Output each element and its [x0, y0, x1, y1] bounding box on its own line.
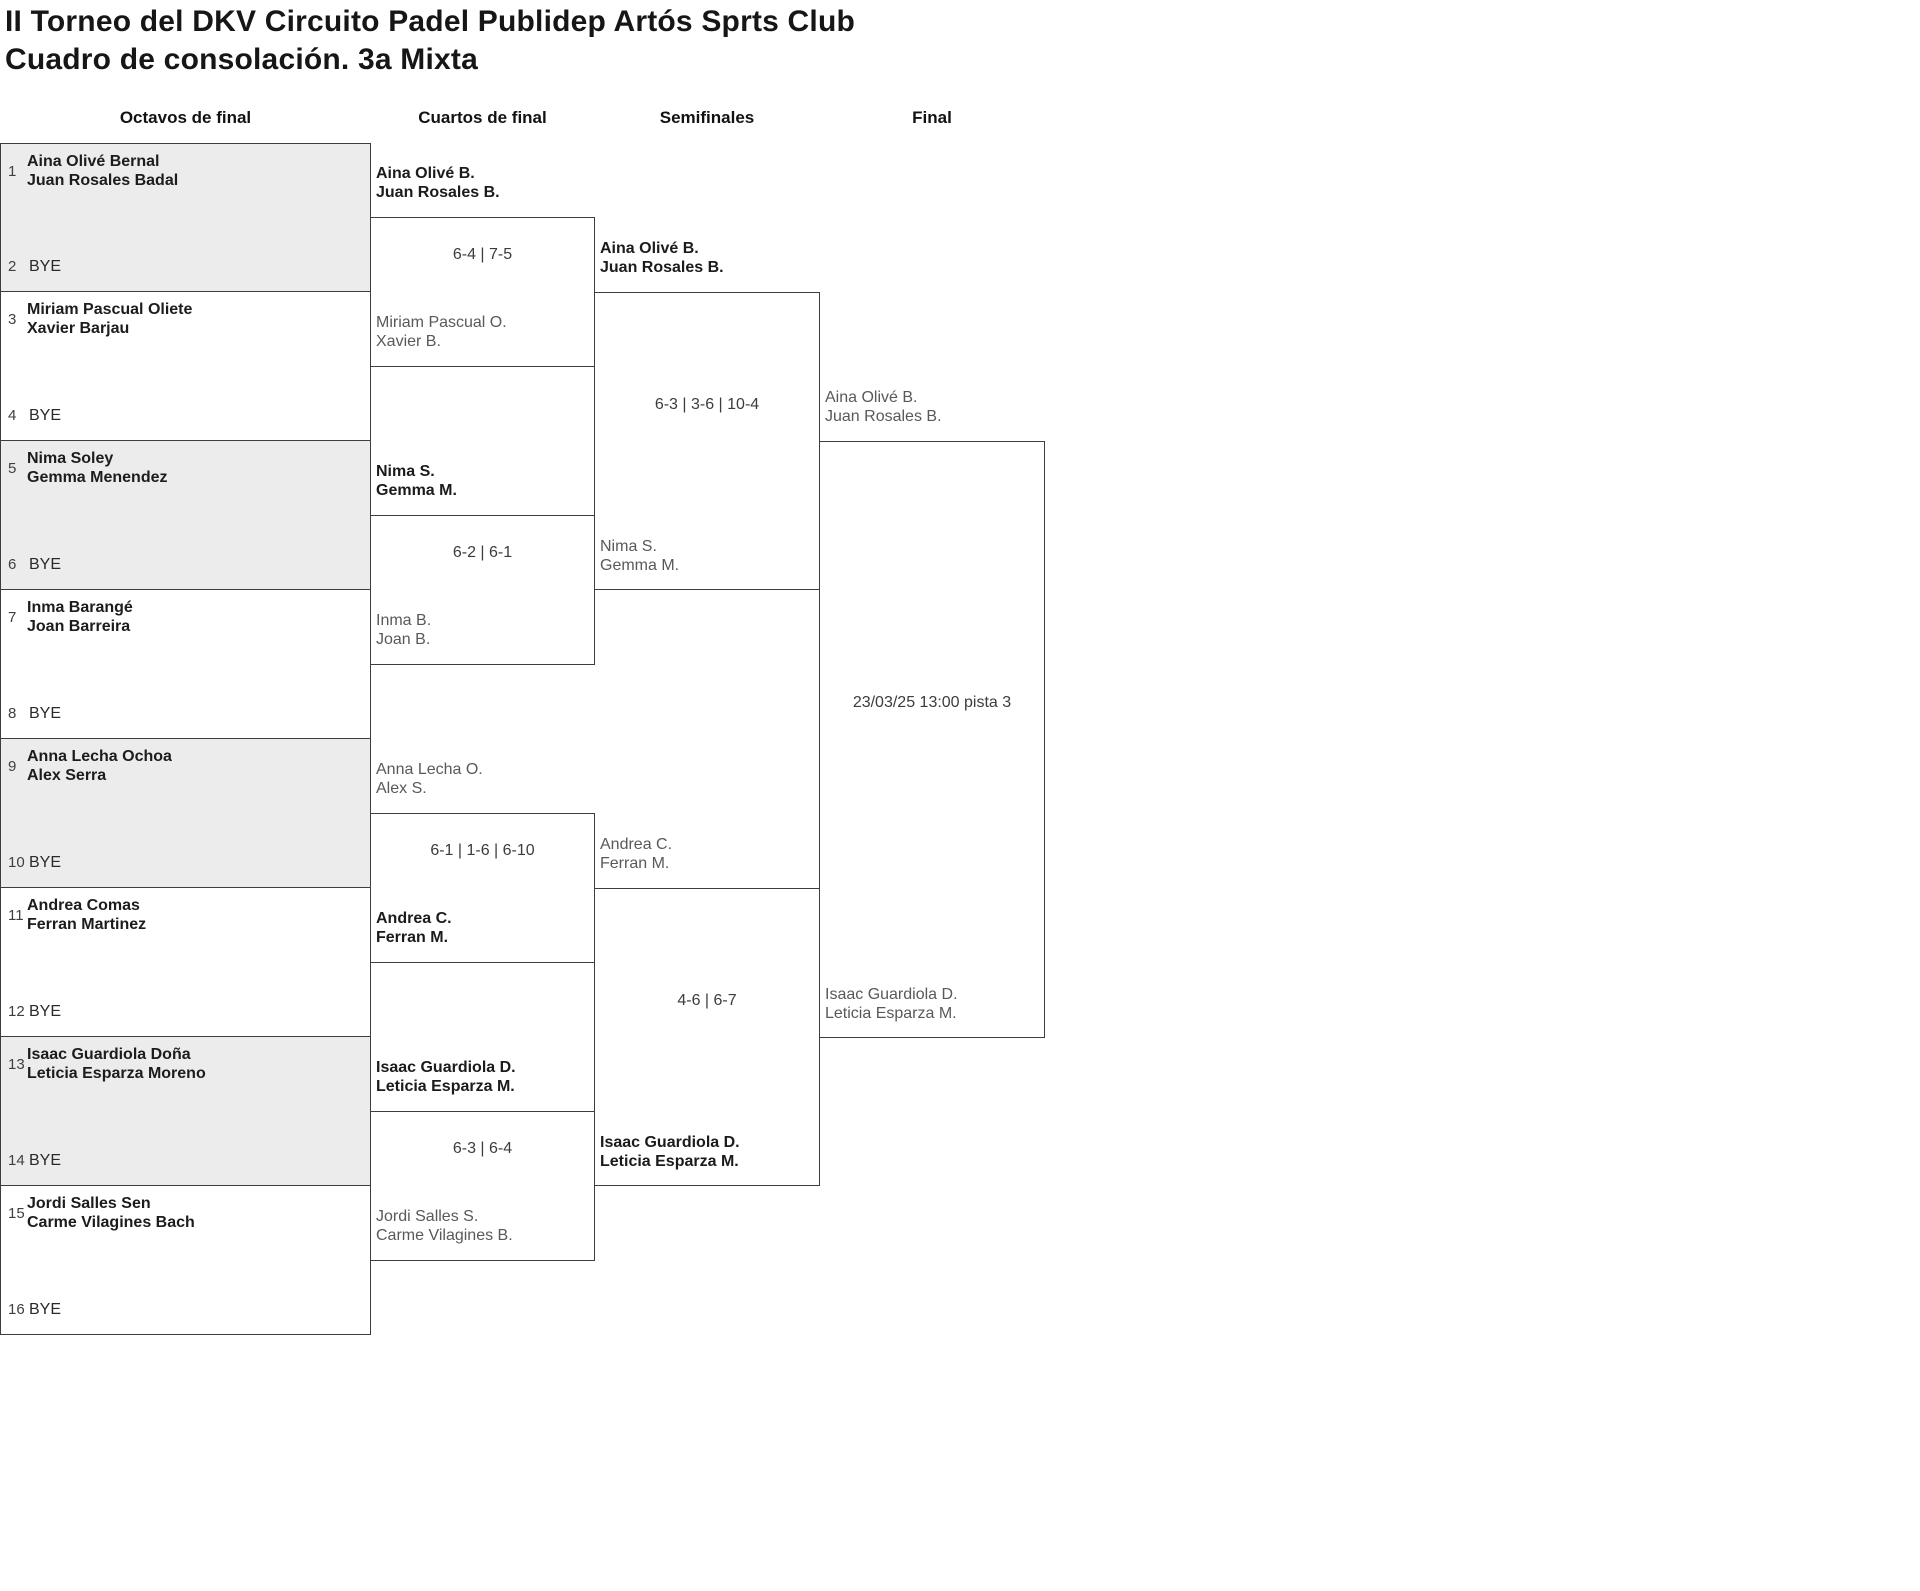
bye-label: BYE — [29, 705, 62, 722]
seed-number: 11 — [8, 906, 24, 924]
bye-row: 6 BYE — [8, 556, 61, 574]
score-qf2: 6-2 | 6-1 — [452, 544, 513, 561]
bye-label: BYE — [29, 854, 62, 871]
bye-label: BYE — [29, 1301, 62, 1318]
match-box-final — [819, 441, 1045, 1038]
team-label-sf2-bottom: Isaac Guardiola D.Leticia Esparza M. — [600, 1134, 740, 1170]
bye-row: 4 BYE — [8, 407, 61, 425]
team-label-qf2-bottom: Inma B.Joan B. — [376, 612, 432, 648]
team-label-qf1-bottom: Miriam Pascual O.Xavier B. — [376, 314, 507, 350]
round-header-final: Final — [912, 108, 952, 127]
seed-number: 14 — [8, 1152, 25, 1169]
bye-row: 14 BYE — [8, 1152, 61, 1170]
team-label-sf1-bottom: Nima S.Gemma M. — [600, 538, 680, 574]
team-label-qf3-top: Anna Lecha O.Alex S. — [376, 761, 483, 797]
bye-label: BYE — [29, 1152, 62, 1169]
score-qf3: 6-1 | 1-6 | 6-10 — [430, 842, 535, 859]
match-box-qf2 — [370, 515, 595, 665]
seed-number: 7 — [8, 608, 17, 626]
bye-row: 12 BYE — [8, 1003, 61, 1021]
bye-label: BYE — [29, 556, 62, 573]
seed-number: 1 — [8, 162, 17, 180]
bye-row: 8 BYE — [8, 705, 61, 723]
score-sf2: 4-6 | 6-7 — [677, 992, 737, 1009]
seed-number: 16 — [8, 1301, 25, 1318]
team-label-final-bottom: Isaac Guardiola D.Leticia Esparza M. — [825, 986, 958, 1022]
team-label-final-top: Aina Olivé B.Juan Rosales B. — [825, 389, 942, 425]
bye-row: 2 BYE — [8, 258, 61, 276]
seed-number: 9 — [8, 757, 17, 775]
round-header-cuartos: Cuartos de final — [418, 108, 547, 127]
seed-number: 6 — [8, 556, 17, 573]
score-sf1: 6-3 | 3-6 | 10-4 — [654, 396, 760, 413]
seed-number: 13 — [8, 1055, 25, 1073]
seed-number: 2 — [8, 258, 17, 275]
team-label-sf2-top: Andrea C.Ferran M. — [600, 836, 673, 872]
team-label-qf4-top: Isaac Guardiola D.Leticia Esparza M. — [376, 1059, 516, 1095]
seed-number: 5 — [8, 459, 17, 477]
team-label-qf4-bottom: Jordi Salles S.Carme Vilagines B. — [376, 1208, 513, 1244]
seed-number: 10 — [8, 854, 25, 871]
round-header-octavos: Octavos de final — [119, 108, 252, 127]
bye-label: BYE — [29, 1003, 62, 1020]
seed-number: 3 — [8, 310, 17, 328]
score-qf1: 6-4 | 7-5 — [452, 246, 513, 263]
seed-number: 15 — [8, 1204, 25, 1222]
seed-number: 12 — [8, 1003, 25, 1020]
bye-row: 16 BYE — [8, 1301, 61, 1319]
bye-label: BYE — [29, 258, 62, 275]
bye-label: BYE — [29, 407, 62, 424]
bye-row: 10 BYE — [8, 854, 61, 872]
team-label-qf1-top: Aina Olivé B.Juan Rosales B. — [376, 165, 500, 201]
seed-number: 8 — [8, 705, 17, 722]
team-label-qf3-bottom: Andrea C.Ferran M. — [376, 910, 452, 946]
tournament-title: II Torneo del DKV Circuito Padel Publide… — [5, 5, 856, 38]
seed-number: 4 — [8, 407, 17, 424]
round-header-semifinales: Semifinales — [659, 108, 755, 127]
bracket-subtitle: Cuadro de consolación. 3a Mixta — [5, 43, 478, 76]
final-schedule: 23/03/25 13:00 pista 3 — [852, 694, 1012, 711]
match-box-qf4 — [370, 1111, 595, 1261]
team-label-sf1-top: Aina Olivé B.Juan Rosales B. — [600, 240, 724, 276]
team-label-qf2-top: Nima S.Gemma M. — [376, 463, 457, 499]
score-qf4: 6-3 | 6-4 — [452, 1140, 513, 1157]
